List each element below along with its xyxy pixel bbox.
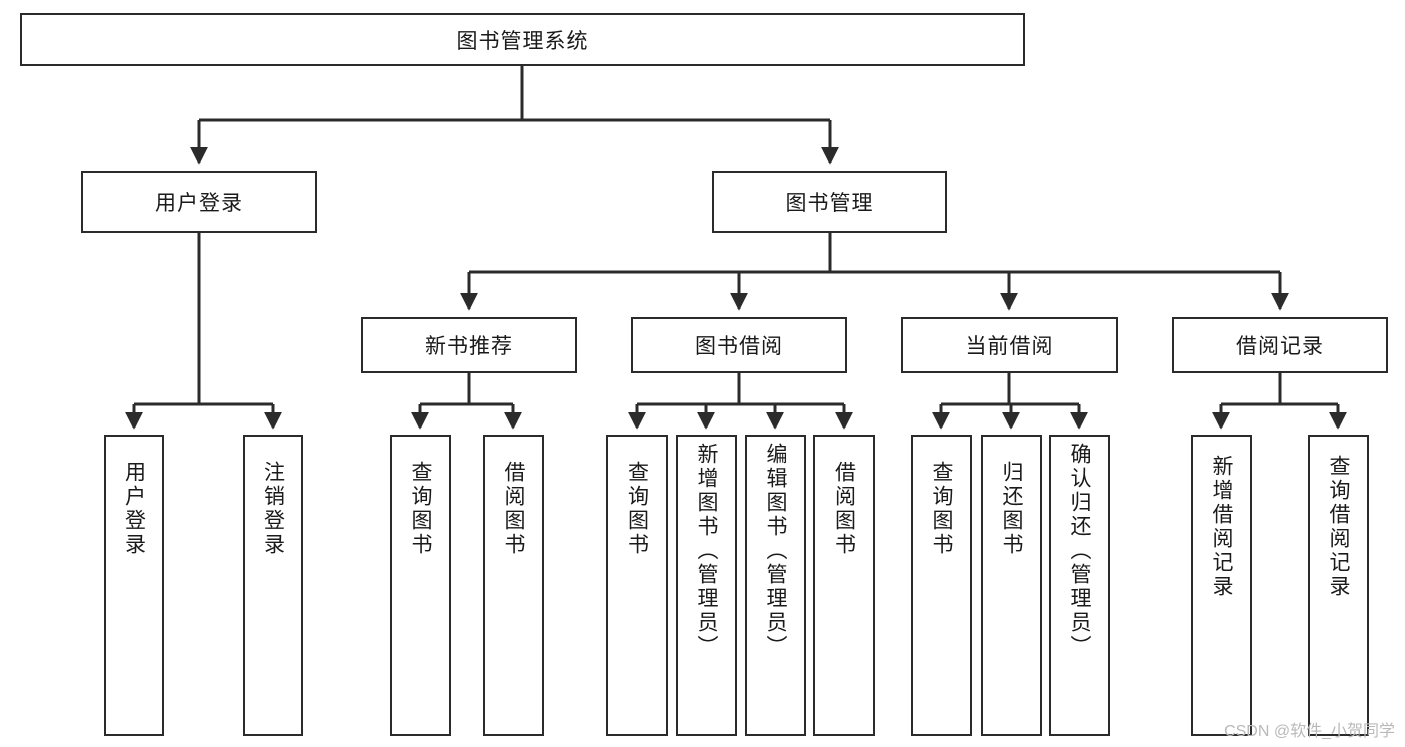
node-leaf-add-book-label: 新增图书（管理员） bbox=[695, 443, 718, 659]
csdn-watermark: CSDN @软件_小贺同学 bbox=[1224, 723, 1395, 740]
node-new-book-recommend[interactable]: 新书推荐 bbox=[361, 317, 577, 373]
node-leaf-borrow-book-1-label: 借阅图书 bbox=[502, 461, 525, 557]
node-book-management[interactable]: 图书管理 bbox=[712, 171, 947, 233]
node-leaf-add-book[interactable]: 新增图书（管理员） bbox=[676, 435, 737, 736]
node-leaf-query-book-3[interactable]: 查询图书 bbox=[911, 435, 972, 736]
node-leaf-borrow-book-1[interactable]: 借阅图书 bbox=[483, 435, 544, 736]
node-borrow-record-label: 借阅记录 bbox=[1236, 335, 1324, 358]
node-current-borrow[interactable]: 当前借阅 bbox=[901, 317, 1118, 373]
node-root-label: 图书管理系统 bbox=[456, 29, 589, 53]
node-root[interactable]: 图书管理系统 bbox=[20, 13, 1025, 66]
node-leaf-return-book[interactable]: 归还图书 bbox=[981, 435, 1042, 736]
node-current-borrow-label: 当前借阅 bbox=[965, 335, 1054, 358]
node-user-login[interactable]: 用户登录 bbox=[81, 171, 317, 233]
node-leaf-confirm-return-label: 确认归还（管理员） bbox=[1068, 443, 1091, 659]
node-book-borrow[interactable]: 图书借阅 bbox=[631, 317, 847, 373]
node-leaf-add-record-label: 新增借阅记录 bbox=[1210, 455, 1233, 599]
node-book-management-label: 图书管理 bbox=[785, 192, 874, 215]
node-leaf-user-login-label: 用户登录 bbox=[122, 461, 146, 557]
node-new-book-recommend-label: 新书推荐 bbox=[425, 335, 513, 358]
node-user-login-label: 用户登录 bbox=[155, 192, 243, 215]
node-leaf-query-record[interactable]: 查询借阅记录 bbox=[1308, 435, 1369, 736]
node-book-borrow-label: 图书借阅 bbox=[695, 335, 783, 358]
node-leaf-borrow-book-2[interactable]: 借阅图书 bbox=[813, 435, 875, 736]
node-leaf-query-record-label: 查询借阅记录 bbox=[1327, 455, 1350, 599]
node-leaf-edit-book[interactable]: 编辑图书（管理员） bbox=[745, 435, 806, 736]
node-leaf-logout-label: 注销登录 bbox=[261, 461, 285, 557]
node-leaf-borrow-book-2-label: 借阅图书 bbox=[832, 461, 856, 557]
node-leaf-return-book-label: 归还图书 bbox=[1000, 461, 1023, 557]
node-leaf-logout[interactable]: 注销登录 bbox=[243, 435, 303, 736]
node-borrow-record[interactable]: 借阅记录 bbox=[1172, 317, 1388, 373]
node-leaf-confirm-return[interactable]: 确认归还（管理员） bbox=[1049, 435, 1110, 736]
node-leaf-user-login[interactable]: 用户登录 bbox=[104, 435, 164, 736]
node-leaf-query-book-1[interactable]: 查询图书 bbox=[390, 435, 451, 736]
node-leaf-query-book-2[interactable]: 查询图书 bbox=[606, 435, 668, 736]
node-leaf-query-book-2-label: 查询图书 bbox=[625, 461, 649, 557]
node-leaf-query-book-1-label: 查询图书 bbox=[409, 461, 432, 557]
node-leaf-add-record[interactable]: 新增借阅记录 bbox=[1191, 435, 1252, 736]
node-leaf-edit-book-label: 编辑图书（管理员） bbox=[764, 443, 787, 659]
node-leaf-query-book-3-label: 查询图书 bbox=[930, 461, 953, 557]
